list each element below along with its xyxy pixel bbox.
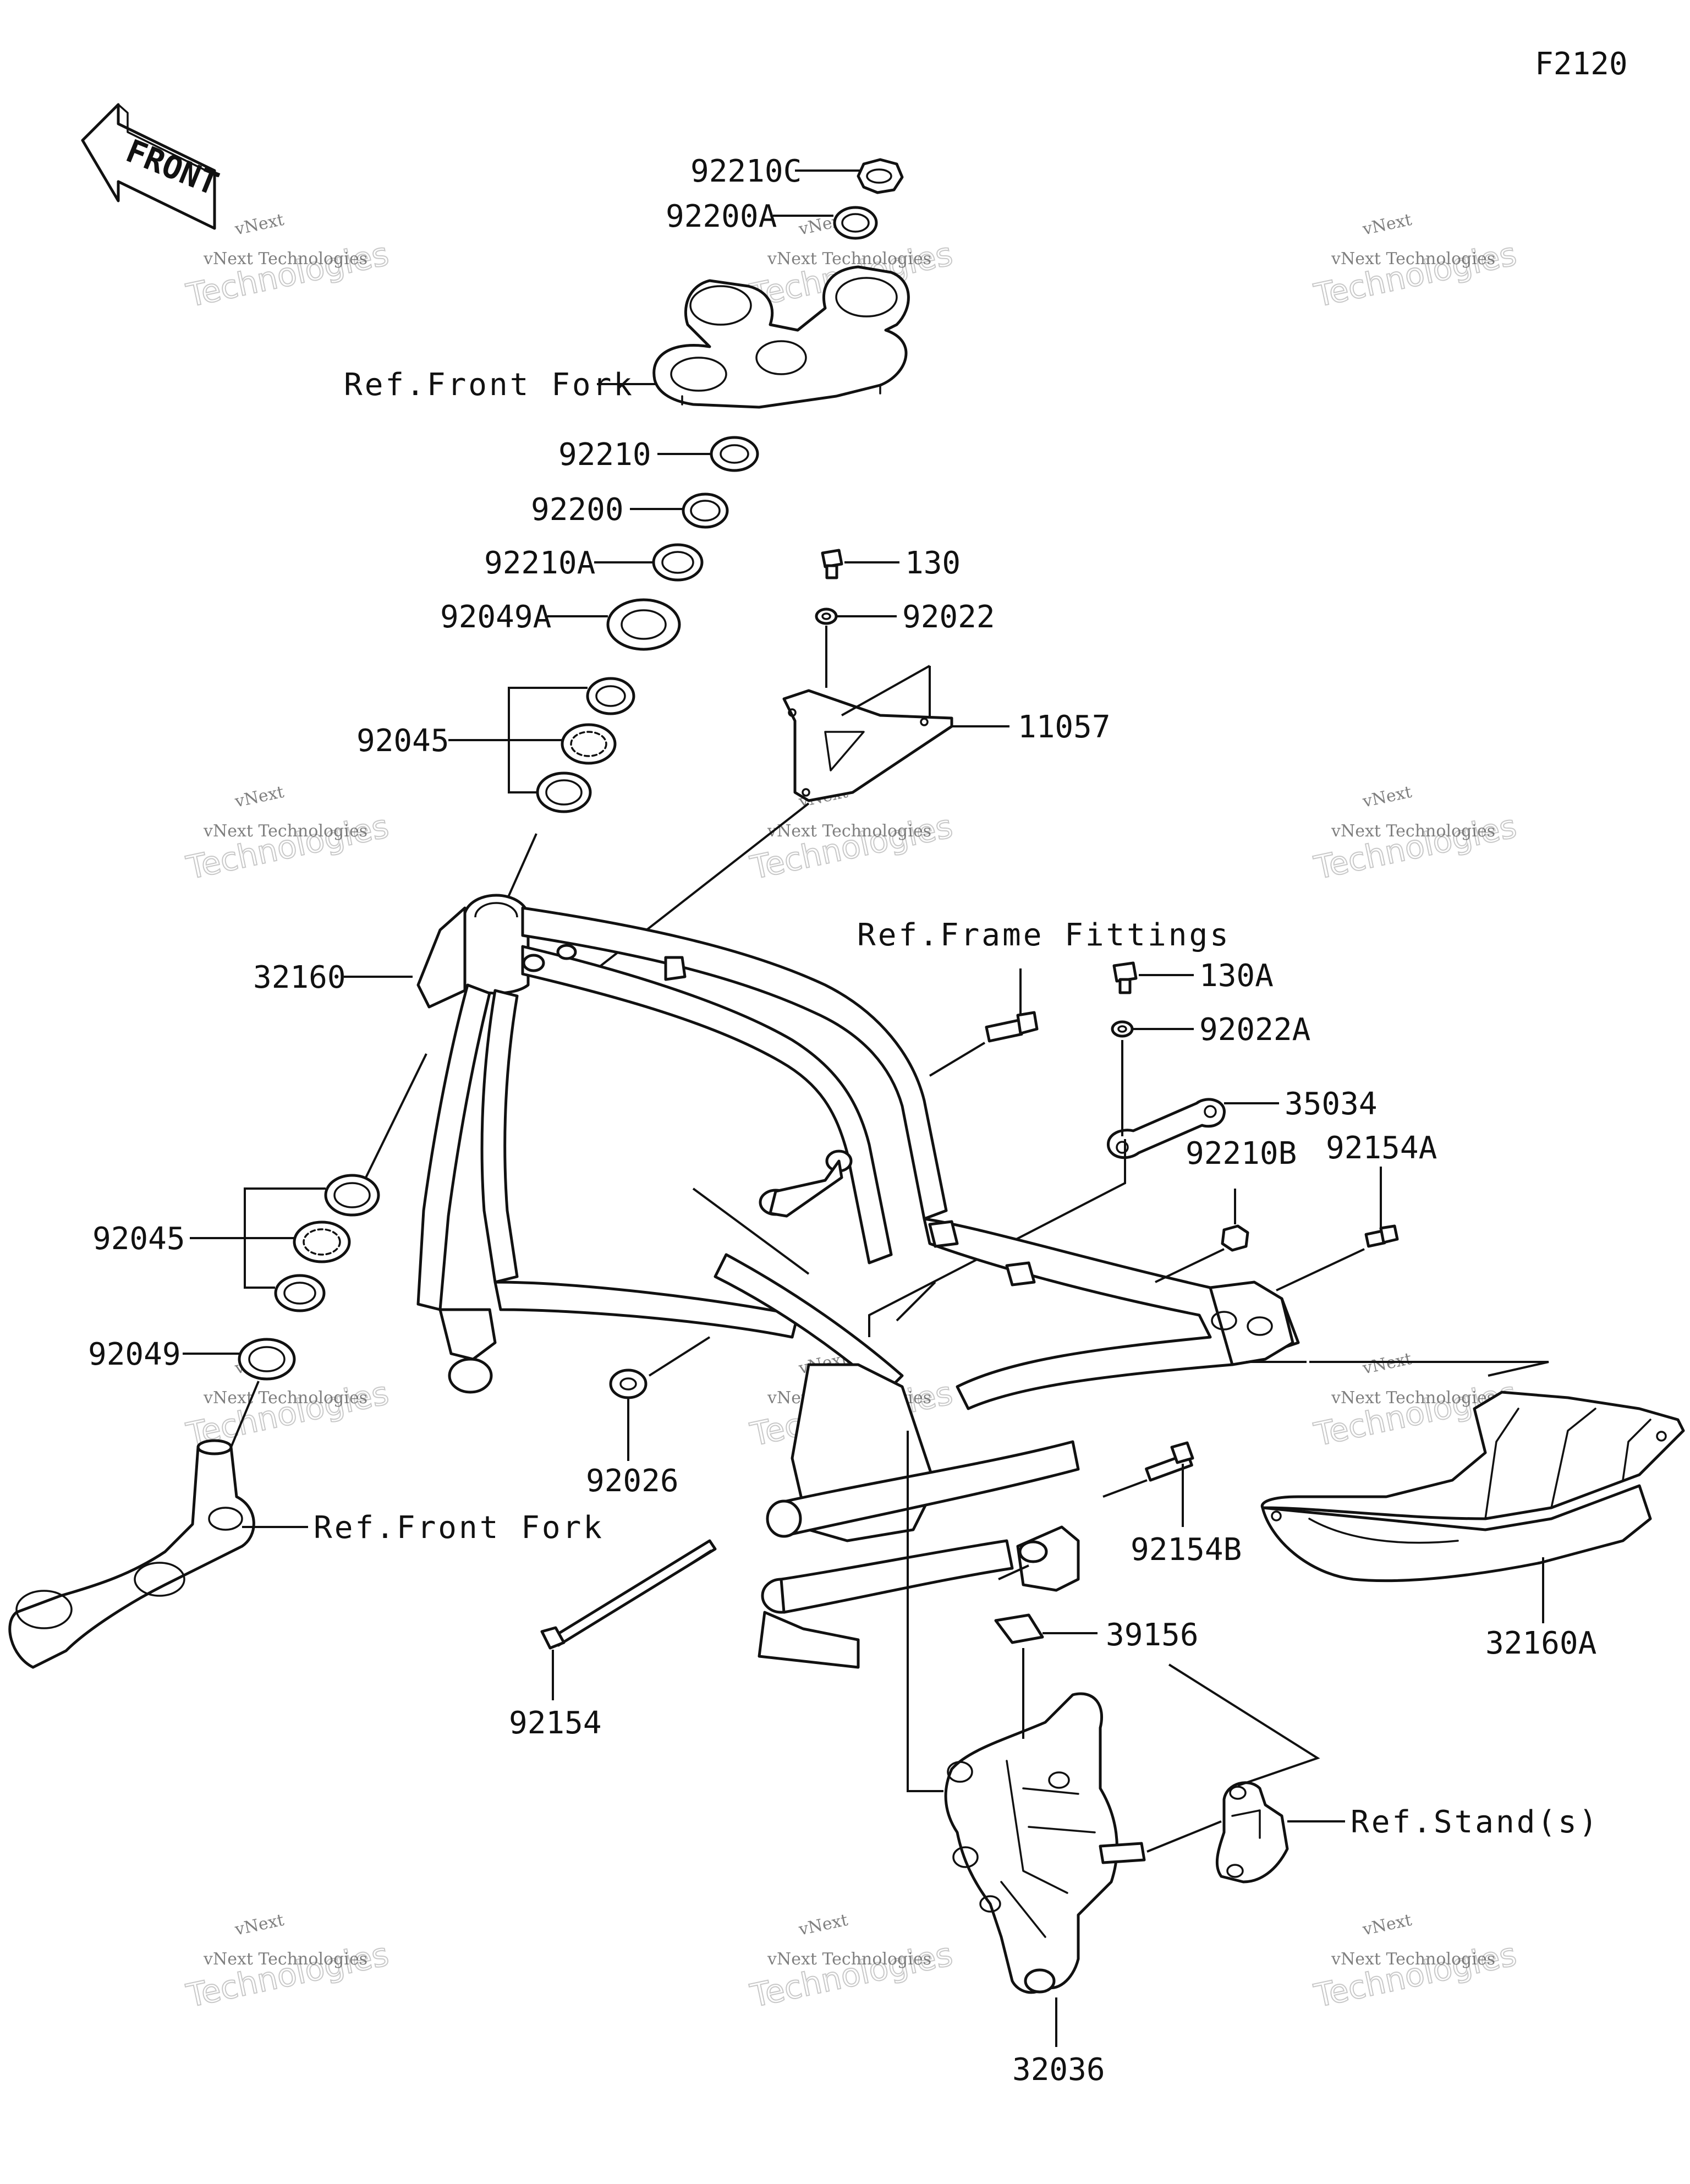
watermark-text: vNext Technologies <box>767 1950 931 1969</box>
part-92022[interactable] <box>815 607 838 625</box>
label-130A: 130A <box>1199 958 1274 994</box>
watermark-vnext: vNext <box>1360 210 1413 239</box>
part-92154B[interactable] <box>1145 1441 1194 1482</box>
watermark-text: vNext Technologies <box>1331 822 1495 841</box>
label-92026: 92026 <box>586 1463 679 1499</box>
part-32036-bracket[interactable] <box>944 1692 1146 1994</box>
watermark-large-text: Technologies <box>1311 235 1520 314</box>
label-92200A: 92200A <box>666 199 777 234</box>
watermark-text: vNext Technologies <box>767 249 931 269</box>
part-92154-long-bolt[interactable] <box>540 1539 717 1650</box>
watermark: Technologies vNext Technologies vNext <box>747 1911 957 2015</box>
rear-subframe-32160A[interactable] <box>1260 1391 1685 1583</box>
label-92022: 92022 <box>902 599 995 635</box>
diagram-code: F2120 <box>1535 46 1628 82</box>
part-92200A[interactable] <box>833 206 878 240</box>
part-92045-lower[interactable] <box>274 1174 380 1312</box>
watermark: Technologies vNext Technologies vNext <box>1310 210 1521 315</box>
label-92200: 92200 <box>531 492 624 528</box>
label-39156: 39156 <box>1106 1617 1199 1653</box>
watermark-large-text: Technologies <box>183 1935 392 2015</box>
watermark-large-text: Technologies <box>183 807 392 886</box>
watermark: Technologies vNext Technologies vNext <box>1310 1911 1521 2015</box>
label-92154B: 92154B <box>1131 1532 1242 1568</box>
label-92049: 92049 <box>88 1337 181 1372</box>
part-92200[interactable] <box>682 492 729 529</box>
part-92210[interactable] <box>710 436 759 472</box>
upper-triple-clamp[interactable] <box>652 265 910 409</box>
watermark-text: vNext Technologies <box>203 1950 367 1969</box>
label-92154A: 92154A <box>1326 1130 1437 1166</box>
part-130[interactable] <box>821 549 843 579</box>
label-92210: 92210 <box>558 437 651 473</box>
label-32160: 32160 <box>253 960 346 995</box>
watermark-text: vNext Technologies <box>1331 1950 1495 1969</box>
watermark-large-text: Technologies <box>1311 807 1520 886</box>
label-92045-mid: 92045 <box>92 1221 185 1257</box>
main-frame-32160[interactable] <box>416 894 1300 1669</box>
stand-bracket[interactable] <box>1215 1781 1289 1884</box>
label-92154: 92154 <box>509 1705 602 1741</box>
label-92210C: 92210C <box>690 154 802 189</box>
label-92210A: 92210A <box>484 545 595 581</box>
part-92045-upper[interactable] <box>536 677 635 813</box>
watermark-large-text: Technologies <box>747 807 956 886</box>
watermark-text: vNext Technologies <box>203 1388 367 1408</box>
watermark: Technologies vNext Technologies vNext <box>183 1911 393 2015</box>
label-92049A: 92049A <box>440 599 551 635</box>
watermark-vnext: vNext <box>1360 782 1413 812</box>
watermark-text: vNext Technologies <box>1331 1388 1495 1408</box>
ref-frame-fittings: Ref.Frame Fittings <box>857 917 1231 953</box>
watermark-text: vNext Technologies <box>1331 249 1495 269</box>
watermark: Technologies vNext Technologies vNext <box>183 782 393 887</box>
label-92045-top: 92045 <box>356 723 449 759</box>
ref-front-fork-top: Ref.Front Fork <box>344 367 634 403</box>
part-92210B[interactable] <box>1221 1224 1249 1252</box>
label-35034: 35034 <box>1285 1086 1378 1122</box>
part-92154A[interactable] <box>1364 1224 1399 1248</box>
label-11057: 11057 <box>1018 709 1111 745</box>
watermark-large-text: Technologies <box>183 235 392 314</box>
part-92210A[interactable] <box>652 543 704 582</box>
watermark-vnext: vNext <box>233 782 286 812</box>
watermark-text: vNext Technologies <box>203 822 367 841</box>
part-130A[interactable] <box>1112 961 1138 994</box>
watermark-large-text: Technologies <box>747 1935 956 2015</box>
lower-triple-clamp[interactable] <box>8 1439 255 1669</box>
watermark: Technologies vNext Technologies vNext <box>1310 782 1521 887</box>
label-32160A: 32160A <box>1485 1625 1596 1661</box>
watermark-text: vNext Technologies <box>767 822 931 841</box>
part-92210C[interactable] <box>857 158 904 194</box>
watermark-large-text: Technologies <box>1311 1935 1520 2015</box>
frame-fittings-bolt[interactable] <box>985 1011 1039 1043</box>
watermark-vnext: vNext <box>1360 1911 1413 1940</box>
label-92210B: 92210B <box>1186 1136 1297 1172</box>
label-92022A: 92022A <box>1199 1012 1310 1048</box>
part-92049A[interactable] <box>606 598 681 651</box>
ref-front-fork-bottom: Ref.Front Fork <box>314 1510 604 1546</box>
watermark-vnext: vNext <box>233 210 286 239</box>
watermark: Technologies vNext Technologies vNext <box>747 782 957 887</box>
label-32036: 32036 <box>1012 2052 1105 2088</box>
part-92026[interactable] <box>609 1369 648 1399</box>
front-arrow-icon: FRONT <box>81 103 224 230</box>
watermark-vnext: vNext <box>797 1911 849 1940</box>
pivot-bush[interactable] <box>1016 1525 1080 1592</box>
label-130: 130 <box>905 545 961 581</box>
part-39156-label[interactable] <box>994 1613 1044 1644</box>
watermark-vnext: vNext <box>1360 1349 1413 1378</box>
watermark-vnext: vNext <box>233 1911 286 1940</box>
part-92049[interactable] <box>238 1338 296 1381</box>
part-35034-link[interactable] <box>1107 1098 1226 1159</box>
part-11057-bracket[interactable] <box>782 689 953 802</box>
watermark-text: vNext Technologies <box>203 249 367 269</box>
ref-stand: Ref.Stand(s) <box>1351 1804 1600 1840</box>
part-92022A[interactable] <box>1111 1020 1134 1038</box>
